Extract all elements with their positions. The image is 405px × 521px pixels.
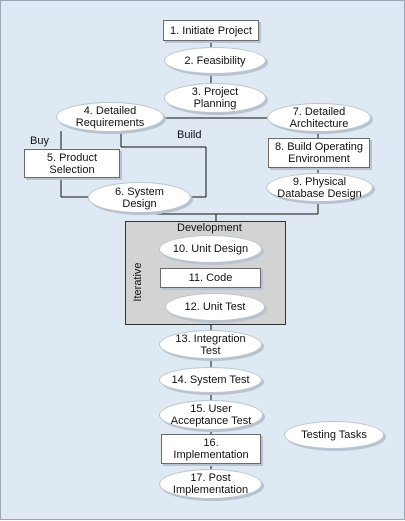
node-15-user-acceptance-test: 15. User Acceptance Test [159,400,263,430]
build-label: Build [177,129,202,141]
node-9-physical-database-design: 9. Physical Database Design [266,173,373,202]
node-5-product-selection: 5. Product Selection [24,149,120,178]
node-13-integration-test: 13. Integration Test [159,330,262,359]
node-6-system-design: 6. System Design [88,182,191,213]
node-12-unit-test: 12. Unit Test [165,293,265,321]
node-10-unit-design: 10. Unit Design [159,235,262,263]
node-1-initiate-project: 1. Initiate Project [163,20,259,41]
node-2-feasibility: 2. Feasibility [164,47,266,74]
node-14-system-test: 14. System Test [159,367,262,393]
node-7-detailed-architecture: 7. Detailed Architecture [267,103,371,132]
node-16-implementation: 16. Implementation [161,434,261,464]
node-17-post-implementation: 17. Post Implementation [159,469,262,499]
legend-testing-tasks: Testing Tasks [284,421,384,449]
node-8-build-operating-environment: 8. Build Operating Environment [268,138,370,168]
node-4-detailed-requirements: 4. Detailed Requirements [56,102,164,132]
node-3-project-planning: 3. Project Planning [164,83,266,113]
node-11-code: 11. Code [160,268,261,288]
development-label: Development [177,222,242,234]
iterative-label: Iterative [132,262,144,302]
buy-label: Buy [30,135,49,147]
